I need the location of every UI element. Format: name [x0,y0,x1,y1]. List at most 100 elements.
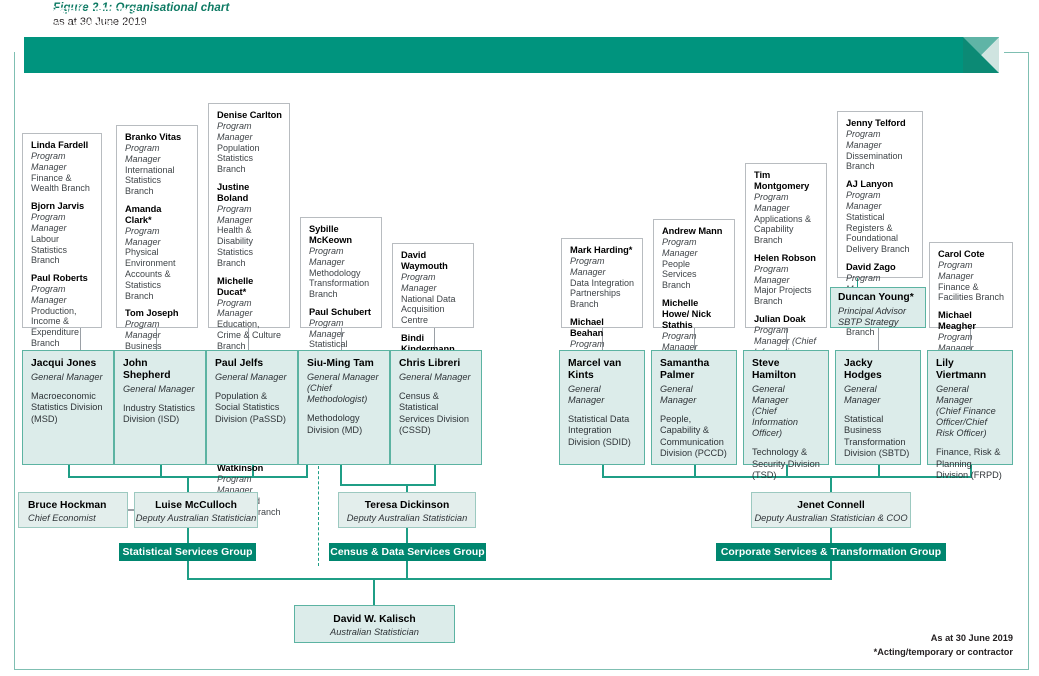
manager-name: Michelle Ducat* [217,275,254,297]
head-role: Australian Statistician [330,627,419,638]
bus-to-australian-statistician [187,578,832,580]
manager-name: AJ Lanyon [846,179,894,190]
manager-name: Helen Robson [754,252,816,263]
footnote-date: As at 30 June 2019 [930,633,1013,644]
manager-entry: David Waymouth Program Manager National … [401,250,466,326]
manager-role: Program Manager [846,190,882,211]
manager-branch: National Data Acquisition Centre [401,293,456,326]
manager-branch: International Statistics Branch [125,164,175,197]
manager-box-sdid: Mark Harding* Program Manager Data Integ… [561,238,643,392]
group-bar-statistical-services: Statistical Services Group [119,543,256,561]
manager-name: Justine Boland [217,181,250,203]
connector-gm-isd-down [160,465,162,477]
manager-name: Bjorn Jarvis [31,201,85,212]
connector-gm-cssd-down [434,465,436,485]
exec-box-luise-mcculloch: Luise McCulloch Deputy Australian Statis… [134,492,258,528]
gm-role: General Manager [844,383,881,405]
gm-division: Census & Statistical Services Division (… [399,390,469,436]
gm-box-tsd: Steve Hamilton General Manager (Chief In… [743,350,829,480]
gm-name: Jacqui Jones [31,358,97,369]
manager-role: Program Manager [31,284,67,305]
connector-passd [248,328,249,350]
gm-division: Statistical Data Integration Division (S… [568,413,631,447]
manager-name: Andrew Mann [662,226,723,236]
manager-entry: Denise Carlton Program Manager Populatio… [217,110,282,175]
gm-name: Samantha Palmer [660,358,710,381]
head-name: David W. Kalisch [333,614,416,625]
manager-box-msd: Linda Fardell Program Manager Finance & … [22,133,102,442]
gm-box-msd: Jacqui Jones General Manager Macroeconom… [22,350,114,465]
manager-role: Program Manager [125,225,161,247]
advisor-role: Principal Advisor [838,305,907,316]
banner-subtitle: ABS field staff, APS and EL staff, contr… [32,18,222,30]
manager-role: Program Manager [754,263,790,285]
manager-role: Program Manager [217,203,253,225]
manager-name: Paul Roberts [31,273,88,284]
connector-sbtd-advisor [857,278,858,287]
manager-entry: Justine Boland Program Manager Health & … [217,182,282,269]
manager-name: Michael Meagher [938,310,976,332]
group-divider-dashed [318,466,319,566]
advisor-strategy: SBTP Strategy [838,316,899,327]
connector-gm-sdid-down [602,465,604,477]
gm-division: Technology & Security Division (TSD) [752,447,820,481]
connector-pccd [694,328,695,350]
manager-role: Program Manager [309,245,345,267]
connector-gm-sbtd-down [878,465,880,477]
connector-gm-md-down [306,465,308,477]
gm-name: Marcel van Kints [568,358,622,381]
manager-role: Program Manager [217,297,253,319]
exec-name: Teresa Dickinson [364,500,450,511]
connector-gm-pccd-down [694,465,696,477]
manager-name: Bindi Kindermann [401,332,455,354]
manager-box-sbtd: Jenny Telford Program Manager Disseminat… [837,111,923,337]
exec-box-david-kalisch: David W. Kalisch Australian Statistician [294,605,455,643]
exec-role: Chief Economist [28,513,96,524]
manager-branch: Methodology Transformation Branch [309,267,370,300]
exec-box-bruce-hockman: Bruce Hockman Chief Economist [18,492,128,528]
manager-box-md: Sybille McKeown Program Manager Methodol… [300,217,382,371]
manager-branch: Major Projects Branch [754,285,812,307]
manager-role: Program Manager [570,255,606,277]
gm-box-frpd: Lily Viertmann General Manager (Chief Fi… [927,350,1013,480]
gm-division: Population & Social Statistics Division … [215,390,286,424]
manager-branch: Dissemination Branch [846,150,903,172]
gm-division: Industry Statistics Division (ISD) [123,402,195,425]
figure-title: Figure 2.1: Organisational chart [53,2,230,14]
manager-role: Program Manager [938,332,974,353]
gm-name: Siu-Ming Tam [307,358,374,369]
connector-mcculloch-to-group [187,528,189,543]
manager-branch: Physical Environment Accounts & Statisti… [125,247,176,301]
manager-entry: Tim Montgomery Program Manager Applicati… [754,170,819,246]
chart-frame-top-edge [1004,52,1029,53]
manager-name: Carol Cote [938,249,985,259]
manager-branch: Health & Disability Statistics Branch [217,225,254,268]
manager-role: Program Manager [401,271,437,293]
manager-entry: Carol Cote Program Manager Finance & Fac… [938,249,1005,303]
gm-role: General Manager [123,383,195,394]
banner-text: ABS staff members ABS field staff, APS a… [32,4,221,31]
connector-gm-tsd-down [786,465,788,477]
exec-role: Deputy Australian Statistician [346,513,468,524]
footnote: As at 30 June 2019 *Acting/temporary or … [874,632,1013,659]
bus-census-data-services [340,484,436,486]
manager-branch: People Services Branch [662,258,697,291]
manager-name: Tim Montgomery [754,170,810,191]
connector-sdid [602,328,603,350]
manager-role: Program Manager [309,317,345,339]
manager-role: Program Manager [31,212,67,233]
manager-role: Program Manager [846,128,882,150]
gm-box-cssd: Chris Libreri General Manager Census & S… [390,350,482,465]
connector-ssg-down [187,561,189,579]
connector-gm-md-right-down [340,465,342,485]
manager-entry: Helen Robson Program Manager Major Proje… [754,253,819,307]
manager-name: Linda Fardell [31,140,89,150]
manager-entry: AJ Lanyon Program Manager Statistical Re… [846,179,915,255]
gm-name: Steve Hamilton [752,358,797,381]
gm-name: John Shepherd [123,358,171,381]
gm-division: Methodology Division (MD) [307,413,363,435]
connector-tsd [786,328,787,350]
gm-name: Jacky Hodges [844,358,882,381]
advisor-box-duncan-young: Duncan Young* Principal Advisor SBTP Str… [830,287,926,328]
manager-name: Branko Vitas [125,132,182,142]
